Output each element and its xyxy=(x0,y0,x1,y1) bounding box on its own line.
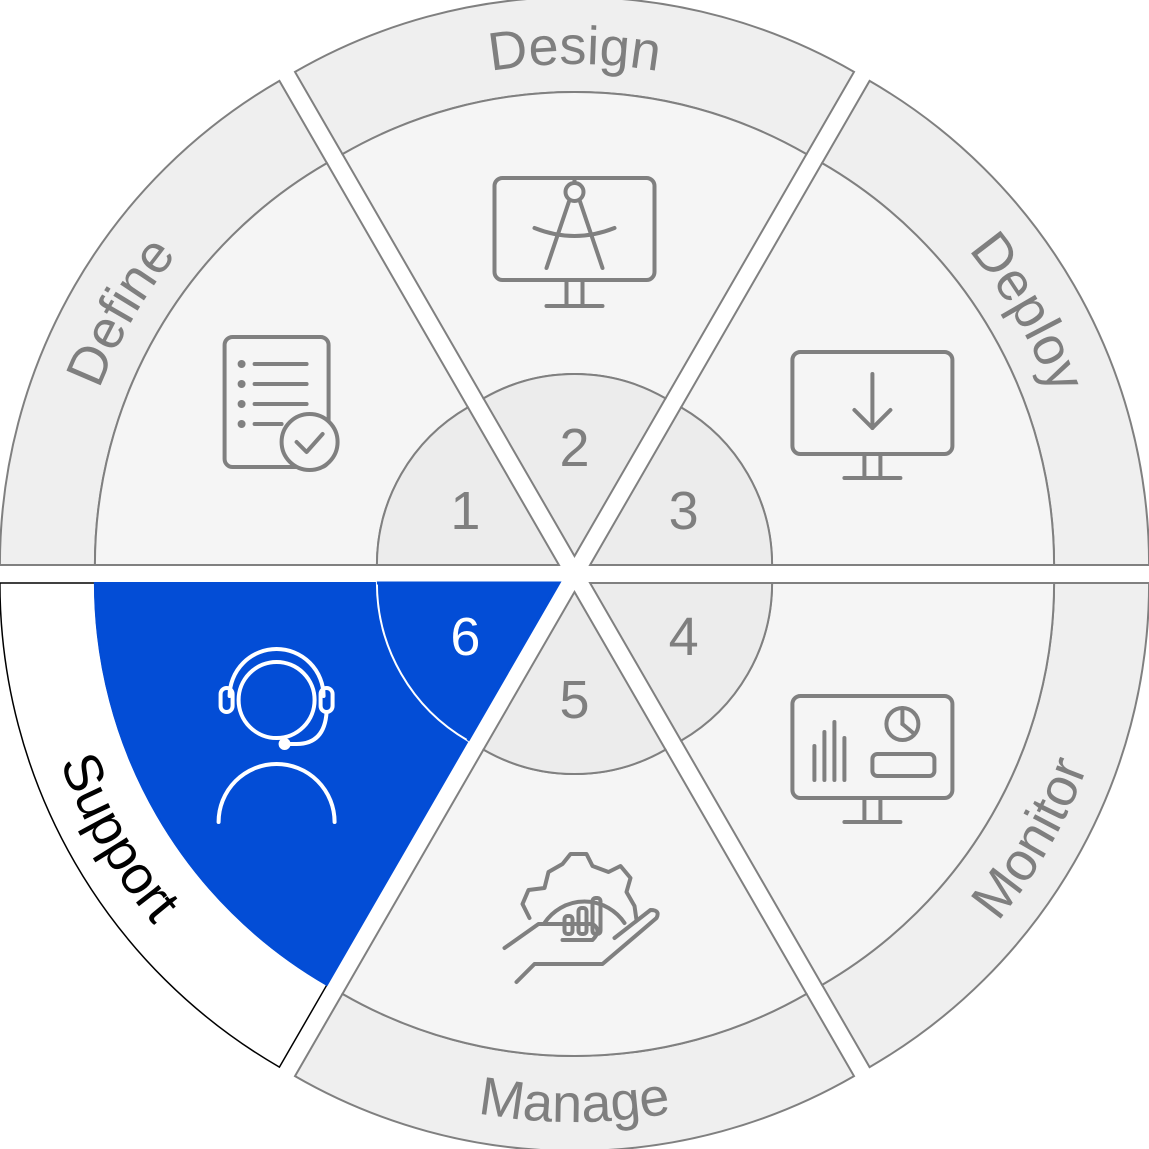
stage-design[interactable]: Design 2 xyxy=(293,0,856,559)
monitor-compass-icon xyxy=(492,176,657,308)
inner-band xyxy=(375,406,561,566)
inner-edge xyxy=(376,581,562,742)
stage-label: Design xyxy=(484,16,665,83)
inner-band xyxy=(482,589,667,775)
hand-gear-chart-icon xyxy=(502,852,660,984)
stage-number: 6 xyxy=(450,607,480,667)
stage-number: 3 xyxy=(669,481,699,541)
monitor-download-icon xyxy=(790,350,955,480)
stage-number: 4 xyxy=(669,607,699,667)
stage-number: 1 xyxy=(450,481,480,541)
inner-band xyxy=(482,373,667,559)
inner-band xyxy=(375,582,561,742)
inner-band xyxy=(588,406,774,566)
stage-number: 5 xyxy=(559,670,589,730)
stage-label: Manage xyxy=(476,1066,674,1134)
stage-manage[interactable]: Manage 5 xyxy=(293,589,856,1149)
inner-band xyxy=(588,582,774,742)
stage-number: 2 xyxy=(559,418,589,478)
headset-agent-icon xyxy=(216,647,337,824)
monitor-dashboard-icon xyxy=(790,694,955,824)
checklist-document-icon xyxy=(222,335,340,472)
